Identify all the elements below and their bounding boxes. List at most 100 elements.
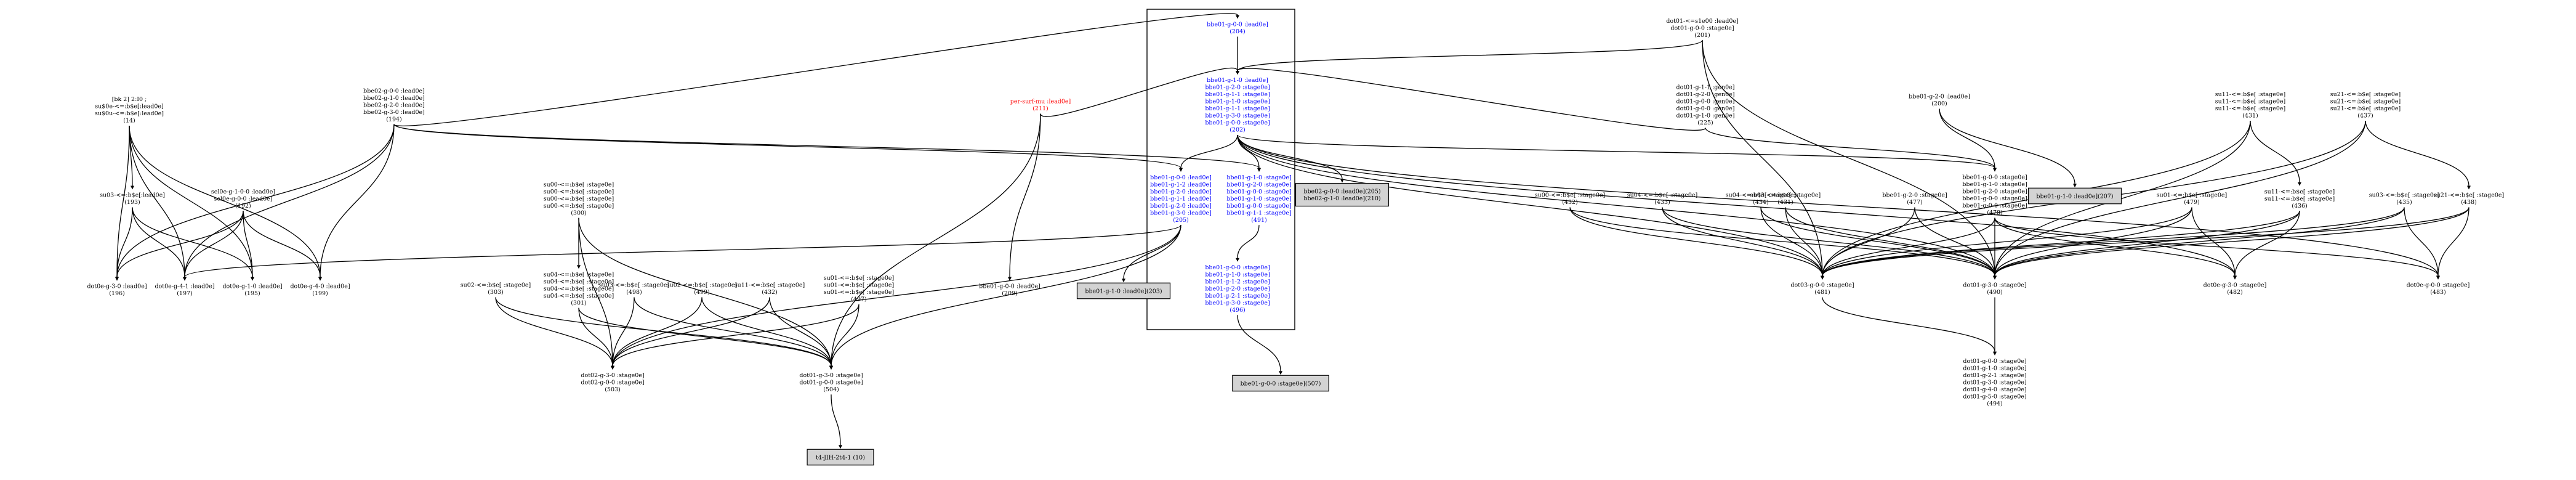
graph-node-n3[interactable]: sel0e-g-1-0-0 :lead0e]sel0e-g-0-0 :lead0… bbox=[211, 189, 275, 209]
node-label-line: bbe01-g-0-0 :stage0e] bbox=[1962, 174, 2027, 181]
node-label-line: dot01-g-2-0 :gen0e] bbox=[1676, 91, 1735, 98]
node-label-line: su21-<=:b$e[ :stage0e] bbox=[2434, 192, 2505, 199]
graph-node-n17[interactable]: dot02-g-3-0 :stage0e]dot02-g-0-0 :stage0… bbox=[581, 372, 644, 393]
graph-node-n45[interactable]: dot03-g-0-0 :stage0e](481) bbox=[1790, 282, 1854, 296]
graph-node-n16[interactable]: su01-<=:b$e[ :stage0e]su01-<=:b$e[ :stag… bbox=[824, 275, 895, 303]
node-label-line: dot01-g-1-0 :stage0e] bbox=[1963, 365, 2026, 372]
edge-n43-n46 bbox=[1994, 207, 2405, 276]
node-label-line: (504) bbox=[823, 386, 839, 393]
edge-n16-n18 bbox=[831, 304, 859, 366]
graph-node-n5[interactable]: dot0e-g-4-1 :lead0e](197) bbox=[155, 283, 214, 298]
graph-node-n27[interactable]: bbe02-g-0-0 :lead0e](205)bbe02-g-1-0 :le… bbox=[1295, 182, 1390, 207]
node-label-line: bbe01-g-1-0 :stage0e] bbox=[1205, 99, 1270, 105]
graph-node-n9[interactable]: per-surf-mu :lead0e](211) bbox=[1010, 99, 1071, 113]
node-label-line: bbe01-g-2-1 :stage0e] bbox=[1205, 293, 1270, 299]
graph-node-n13[interactable]: su03-<=:b$e[ :stage0e](498) bbox=[599, 282, 670, 296]
graph-node-n49[interactable]: dot01-g-0-0 :stage0e]dot01-g-1-0 :stage0… bbox=[1963, 358, 2026, 407]
node-label-line: (491) bbox=[1251, 217, 1267, 224]
graph-node-n37[interactable]: su04-<=:b$e[ :stage0e](433) bbox=[1627, 192, 1698, 206]
edge-n2-n4 bbox=[116, 207, 133, 277]
node-label-line: dot03-g-0-0 :stage0e] bbox=[1790, 282, 1854, 289]
node-label-line: dot01-g-0-0 :stage0e] bbox=[1963, 358, 2026, 365]
graph-node-n15[interactable]: su11-<=:b$e[ :stage0e](432) bbox=[735, 282, 805, 296]
graph-node-n35[interactable]: su21-<=:b$e[ :stage0e]su21-<=:b$e[ :stag… bbox=[2330, 91, 2401, 120]
graph-node-n47[interactable]: dot0e-g-3-0 :stage0e](482) bbox=[2204, 282, 2267, 296]
graph-node-n20[interactable]: bbe01-g-0-0 :lead0e](204) bbox=[1207, 22, 1268, 36]
graph-node-n18[interactable]: dot01-g-3-0 :stage0e]dot01-g-0-0 :stage0… bbox=[799, 372, 863, 393]
graph-node-n19[interactable]: t4-JIH-2t4-1 (10) bbox=[807, 449, 874, 466]
node-label-line: bbe01-g-3-0 :stage0e] bbox=[1205, 113, 1270, 120]
node-label-line: bbe02-g-3-0 :lead0e] bbox=[363, 109, 425, 116]
node-label-line: su00-<=:b$e[ :stage0e] bbox=[544, 181, 614, 188]
graph-node-n24[interactable]: bbe01-g-0-0 :stage0e]bbe01-g-1-0 :stage0… bbox=[1205, 264, 1270, 314]
node-label-line: dot0e-g-4-0 :lead0e] bbox=[290, 283, 350, 290]
node-label-line: (435) bbox=[2396, 199, 2412, 206]
graph-node-n39[interactable]: su03-<=:b$e[ :stage0e](431) bbox=[1750, 192, 1821, 206]
edge-n39-n46 bbox=[1785, 207, 1995, 276]
graph-node-n21[interactable]: bbe01-g-1-0 :lead0e]bbe01-g-2-0 :stage0e… bbox=[1205, 77, 1270, 134]
node-label-line: dot01-g-5-0 :stage0e] bbox=[1963, 393, 2026, 400]
graph-node-n46[interactable]: dot01-g-3-0 :stage0e](490) bbox=[1963, 282, 2026, 296]
graph-node-n14[interactable]: su02-<=:b$e[ :stage0e](499) bbox=[667, 282, 738, 296]
graph-node-n25[interactable]: bbe01-g-0-0 :lead0e](209) bbox=[979, 283, 1040, 298]
arrowhead-n8-n7 bbox=[318, 277, 322, 281]
graph-node-n34[interactable]: su11-<=:b$e[ :stage0e]su11-<=:b$e[ :stag… bbox=[2215, 91, 2286, 120]
node-label-line: dot0e-g-3-0 :stage0e] bbox=[2204, 282, 2267, 289]
graph-node-n23[interactable]: bbe01-g-1-0 :stage0e]bbe01-g-2-0 :stage0… bbox=[1226, 174, 1291, 224]
edge-n21-n48 bbox=[1237, 134, 2439, 276]
node-label-line: (438) bbox=[2461, 199, 2477, 206]
graph-node-n32[interactable]: bbe01-g-1-0 :lead0e](207) bbox=[2027, 187, 2122, 205]
graph-node-n2[interactable]: su03-<=:b$e[:lead0e](193) bbox=[100, 192, 165, 206]
edge-n31-n32 bbox=[1939, 108, 2075, 184]
arrowhead-n8-n20 bbox=[1236, 15, 1239, 19]
edge-n11-n17 bbox=[578, 307, 613, 366]
node-label-line: bbe01-g-3-0 :stage0e] bbox=[1205, 299, 1270, 306]
graph-node-n11[interactable]: su04-<=:b$e[ :stage0e] su04-<=:b$e[ :stag… bbox=[544, 271, 614, 306]
graph-node-n4[interactable]: dot0e-g-3-0 :lead0e](196) bbox=[87, 283, 147, 298]
node-label-line: (431) bbox=[2242, 113, 2258, 120]
node-label-line: dot0e-g-1-0 :lead0e] bbox=[222, 283, 282, 290]
graph-node-n8[interactable]: bbe02-g-0-0 :lead0e]bbe02-g-1-0 :lead0e]… bbox=[363, 87, 425, 123]
node-label-line: (499) bbox=[694, 289, 710, 296]
graph-node-n40[interactable]: bbe01-g-2-0 :stage0e](477) bbox=[1882, 192, 1947, 206]
edge-n41-n46 bbox=[1994, 207, 2192, 276]
node-box bbox=[1076, 282, 1171, 299]
graph-node-n44[interactable]: su21-<=:b$e[ :stage0e](438) bbox=[2434, 192, 2505, 206]
node-label-line: su01-<=:b$e[ :stage0e] bbox=[824, 282, 895, 289]
graph-node-n36[interactable]: su00-<=:b$e[ :stage0e](432) bbox=[1535, 192, 1606, 206]
graph-node-n22[interactable]: bbe01-g-0-0 :lead0e]bbe01-g-1-2 :lead0e]… bbox=[1150, 174, 1212, 224]
graph-node-n41[interactable]: su01-<=:b$e[ :stage0e](479) bbox=[2157, 192, 2228, 206]
node-label-line: su04-<=:b$e[ :stage0e] bbox=[544, 293, 614, 299]
graph-node-n26[interactable]: bbe01-g-1-0 :lead0e](203) bbox=[1076, 282, 1171, 299]
arrowhead-n23-n24 bbox=[1236, 258, 1239, 262]
graph-node-n12[interactable]: su02-<=:b$e[ :stage0e](303) bbox=[461, 282, 531, 296]
graph-node-n10[interactable]: su00-<=:b$e[ :stage0e]su00-<=:b$e[ :stag… bbox=[544, 181, 614, 216]
graph-node-n7[interactable]: dot0e-g-4-0 :lead0e](199) bbox=[290, 283, 350, 298]
node-label-line: (498) bbox=[626, 289, 642, 296]
graph-node-n1[interactable]: [bk 2] 2:I0 ;su$0e-<=:b$e[:lead0e]su$0u-… bbox=[95, 96, 164, 124]
graph-node-n43[interactable]: su03-<=:b$e[ :stage0e](435) bbox=[2369, 192, 2440, 206]
node-label-line: su01-<=:b$e[ :stage0e] bbox=[824, 275, 895, 282]
node-label-line: dot01-g-2-1 :stage0e] bbox=[1963, 372, 2026, 379]
node-label-line: su04-<=:b$e[ :stage0e] bbox=[544, 279, 614, 285]
edges bbox=[115, 13, 2471, 449]
graph-node-n6[interactable]: dot0e-g-1-0 :lead0e](195) bbox=[222, 283, 282, 298]
node-label-line: (194) bbox=[386, 116, 402, 123]
edge-n44-n45 bbox=[1822, 207, 2469, 276]
node-label-line: dot01-g-0-0 :gen0e] bbox=[1676, 99, 1735, 105]
graph-node-n48[interactable]: dot0e-g-0-0 :stage0e](483) bbox=[2407, 282, 2470, 296]
graph-node-n42[interactable]: su11-<=:b$e[ :stage0e]su11-<=:b$e[ :stag… bbox=[2264, 189, 2335, 209]
graph-node-n29[interactable]: dot01-<=s1e00 :lead0e]dot01-g-0-0 :stage… bbox=[1666, 18, 1738, 39]
node-label-line: dot01-g-3-0 :stage0e] bbox=[1963, 282, 2026, 289]
graph-node-n28[interactable]: bbe01-g-0-0 :stage0e](507) bbox=[1232, 375, 1329, 392]
graph-node-n33[interactable]: bbe01-g-0-0 :stage0e]bbe01-g-1-0 :stage0… bbox=[1962, 174, 2027, 217]
node-box bbox=[807, 449, 874, 466]
node-label-line: (303) bbox=[488, 289, 504, 296]
arrowhead-n44-n45 bbox=[1821, 275, 1824, 280]
node-label-line: bbe01-g-0-0 :stage0e] bbox=[1962, 203, 2027, 209]
node-label-line: bbe01-g-1-0 :lead0e](207) bbox=[2036, 193, 2113, 200]
graph-node-n38[interactable]: su04-<=:b$e[ :stage0e](434) bbox=[1726, 192, 1797, 206]
graph-node-n30[interactable]: dot01-g-1-1 :gen0e]dot01-g-2-0 :gen0e]do… bbox=[1676, 84, 1735, 127]
graph-node-n31[interactable]: bbe01-g-2-0 :lead0e](200) bbox=[1909, 94, 1970, 108]
node-label-line: dot02-g-0-0 :stage0e] bbox=[581, 379, 644, 386]
